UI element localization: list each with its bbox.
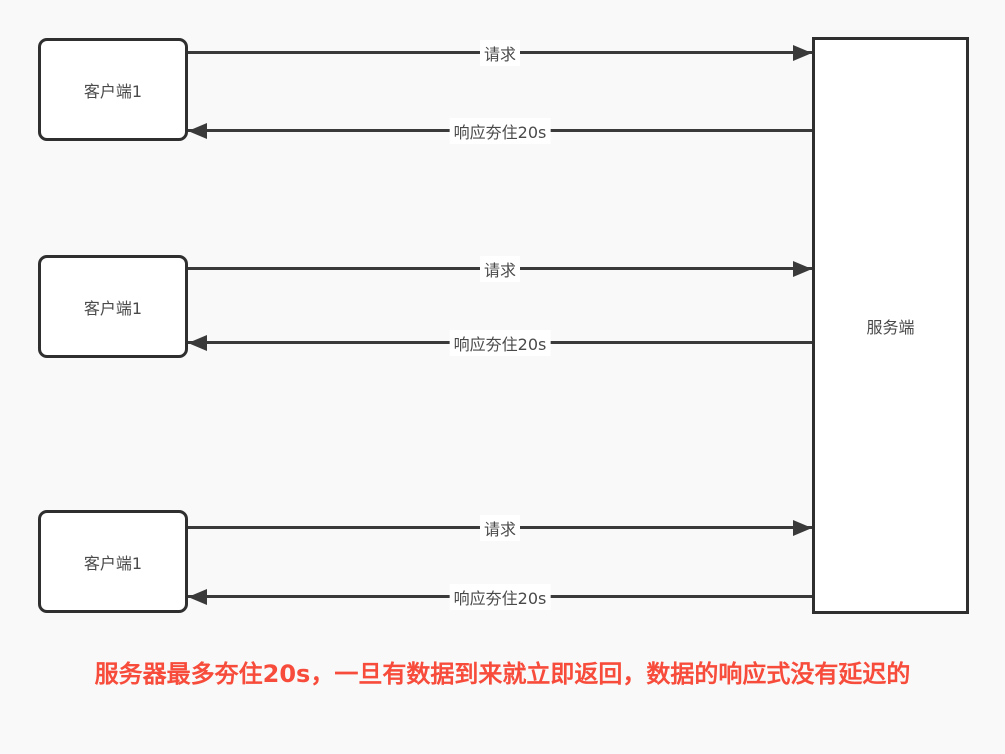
arrow-response-3: 响应夯住20s — [188, 583, 812, 610]
arrow-request-3-label: 请求 — [479, 514, 521, 541]
arrow-response-1: 响应夯住20s — [188, 117, 812, 144]
server-label: 服务端 — [866, 317, 915, 337]
arrow-request-1-label: 请求 — [479, 39, 521, 66]
arrow-request-2: 请求 — [188, 255, 812, 282]
arrow-request-3: 请求 — [188, 514, 812, 541]
client-3-label: 客户端1 — [83, 553, 143, 573]
arrow-response-3-label: 响应夯住20s — [449, 583, 551, 610]
arrow-response-1-label: 响应夯住20s — [449, 117, 551, 144]
server-box: 服务端 — [812, 37, 969, 614]
arrowhead-right-icon — [793, 519, 812, 536]
arrowhead-right-icon — [793, 44, 812, 61]
arrow-request-1: 请求 — [188, 39, 812, 66]
arrow-response-2-label: 响应夯住20s — [449, 329, 551, 356]
arrow-request-2-label: 请求 — [479, 255, 521, 282]
arrowhead-left-icon — [188, 334, 207, 351]
client-1-label: 客户端1 — [83, 81, 143, 101]
client-2-label: 客户端1 — [83, 298, 143, 318]
client-box-1: 客户端1 — [38, 38, 188, 141]
arrowhead-right-icon — [793, 260, 812, 277]
client-box-2: 客户端1 — [38, 255, 188, 358]
arrowhead-left-icon — [188, 122, 207, 139]
arrowhead-left-icon — [188, 588, 207, 605]
client-box-3: 客户端1 — [38, 510, 188, 613]
arrow-response-2: 响应夯住20s — [188, 329, 812, 356]
caption-text: 服务器最多夯住20s，一旦有数据到来就立即返回，数据的响应式没有延迟的 — [94, 660, 911, 688]
